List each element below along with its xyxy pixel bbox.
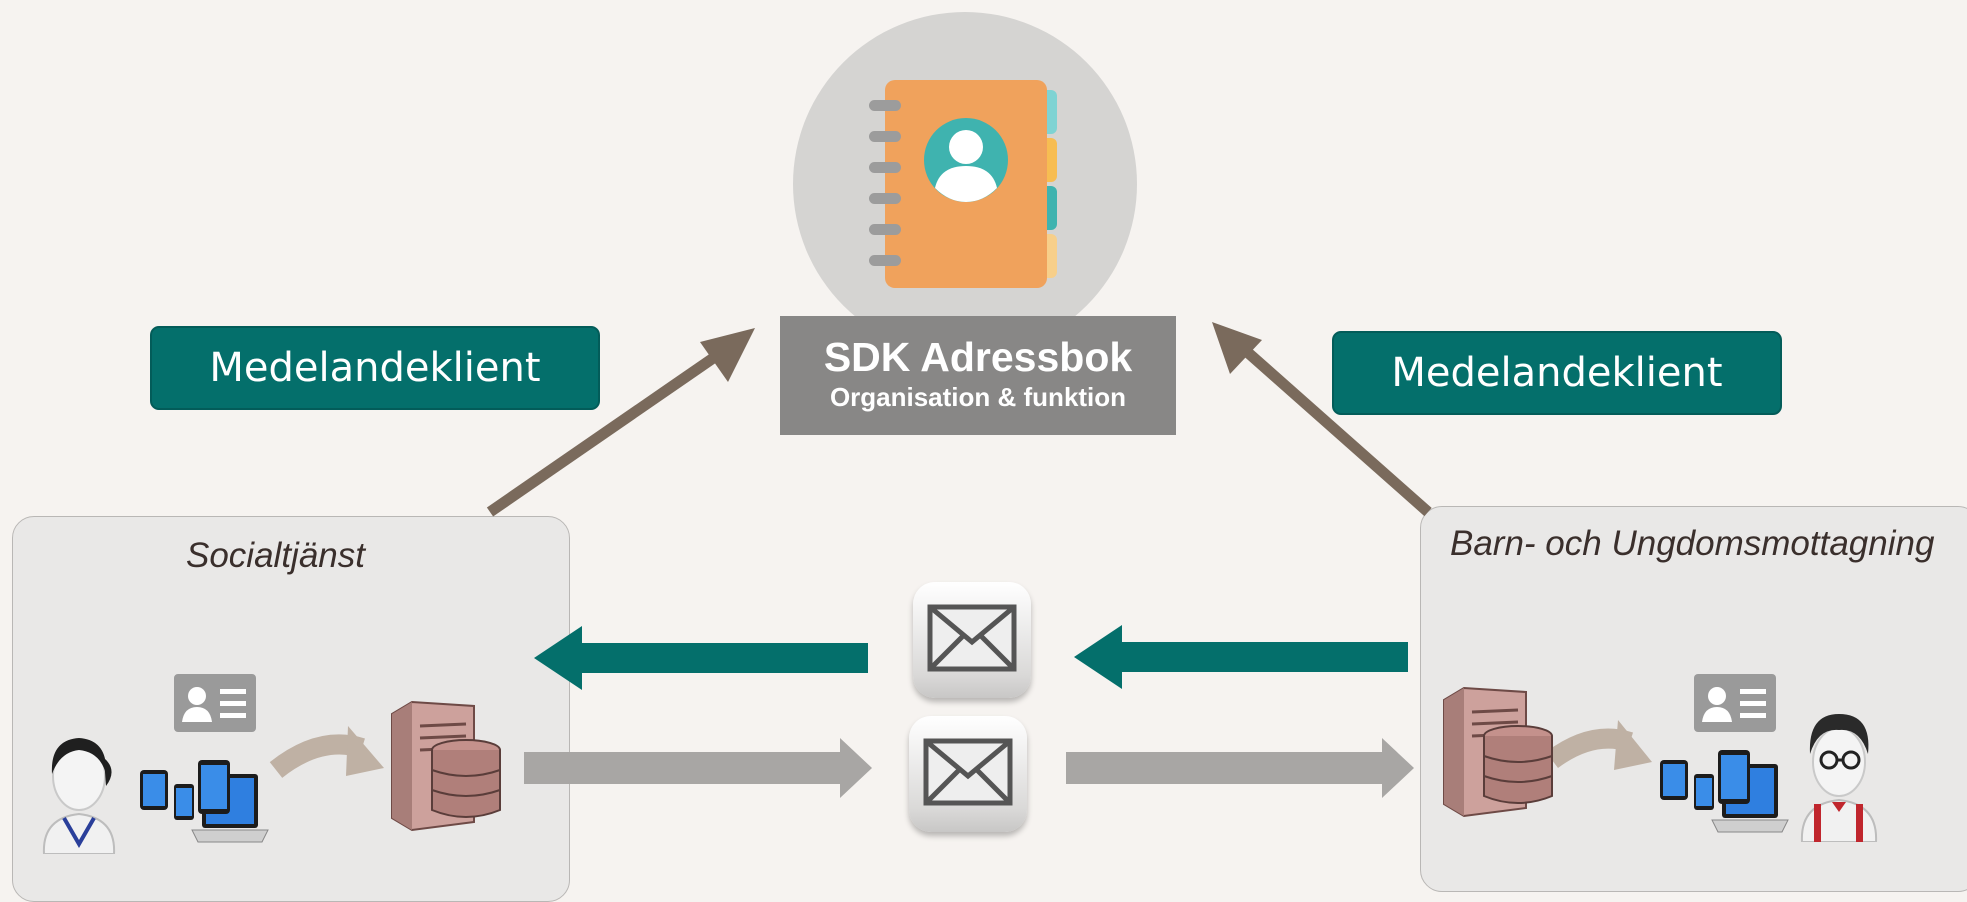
client-label-right: Medelandeklient <box>1332 331 1782 415</box>
org-title-right: Barn- och Ungdomsmottagning <box>1450 524 1935 563</box>
org-title-left: Socialtjänst <box>186 536 365 575</box>
address-book-icon <box>869 80 1057 288</box>
devices-icon <box>1660 750 1789 833</box>
lookup-arrow-left <box>486 328 755 517</box>
database-server-icon <box>391 700 501 832</box>
sdk-adressbok-box: SDK Adressbok Organisation & funktion <box>780 316 1176 435</box>
send-arrow-left <box>524 738 872 798</box>
user-icon <box>1800 714 1878 842</box>
send-arrow-right <box>1066 738 1414 798</box>
envelope-icon <box>909 716 1027 832</box>
database-server-icon <box>1443 686 1553 818</box>
contact-card-icon <box>174 674 256 732</box>
user-icon <box>42 738 116 854</box>
envelope-icon <box>913 582 1031 698</box>
contact-card-icon <box>1694 674 1776 732</box>
lookup-arrow-right <box>1212 322 1432 517</box>
devices-icon <box>140 760 269 843</box>
reply-arrow-left <box>534 626 868 690</box>
internal-flow-arrow-right <box>1546 720 1652 770</box>
reply-arrow-right <box>1074 625 1408 689</box>
internal-flow-arrow-left <box>269 726 384 778</box>
client-label-left: Medelandeklient <box>150 326 600 410</box>
sdk-subtitle: Organisation & funktion <box>829 382 1127 412</box>
sdk-title: SDK Adressbok <box>823 334 1133 380</box>
